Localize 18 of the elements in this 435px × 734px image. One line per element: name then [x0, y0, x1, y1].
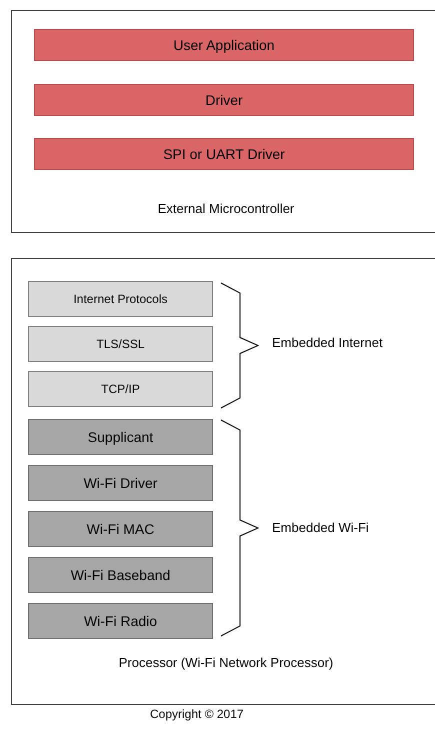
layer-bar: SPI or UART Driver: [34, 138, 414, 170]
container-title: External Microcontroller: [156, 201, 296, 216]
layer-bar: Wi-Fi Baseband: [28, 557, 213, 593]
copyright-note: Copyright © 2017: [150, 707, 244, 721]
layer-bar: Driver: [34, 84, 414, 116]
layer-bar: User Application: [34, 29, 414, 61]
layer-bar: Supplicant: [28, 419, 213, 455]
layer-bar: Wi-Fi Driver: [28, 465, 213, 501]
layer-bar: Wi-Fi MAC: [28, 511, 213, 547]
layer-bar: Wi-Fi Radio: [28, 603, 213, 639]
group-label: Embedded Internet: [272, 335, 383, 350]
layer-bar: TLS/SSL: [28, 326, 213, 362]
layer-bar: TCP/IP: [28, 371, 213, 407]
container-box: [11, 258, 435, 705]
group-label: Embedded Wi-Fi: [272, 520, 369, 535]
layer-bar: Internet Protocols: [28, 281, 213, 317]
container-box: [11, 10, 435, 233]
container-title: Processor (Wi-Fi Network Processor): [118, 655, 334, 670]
